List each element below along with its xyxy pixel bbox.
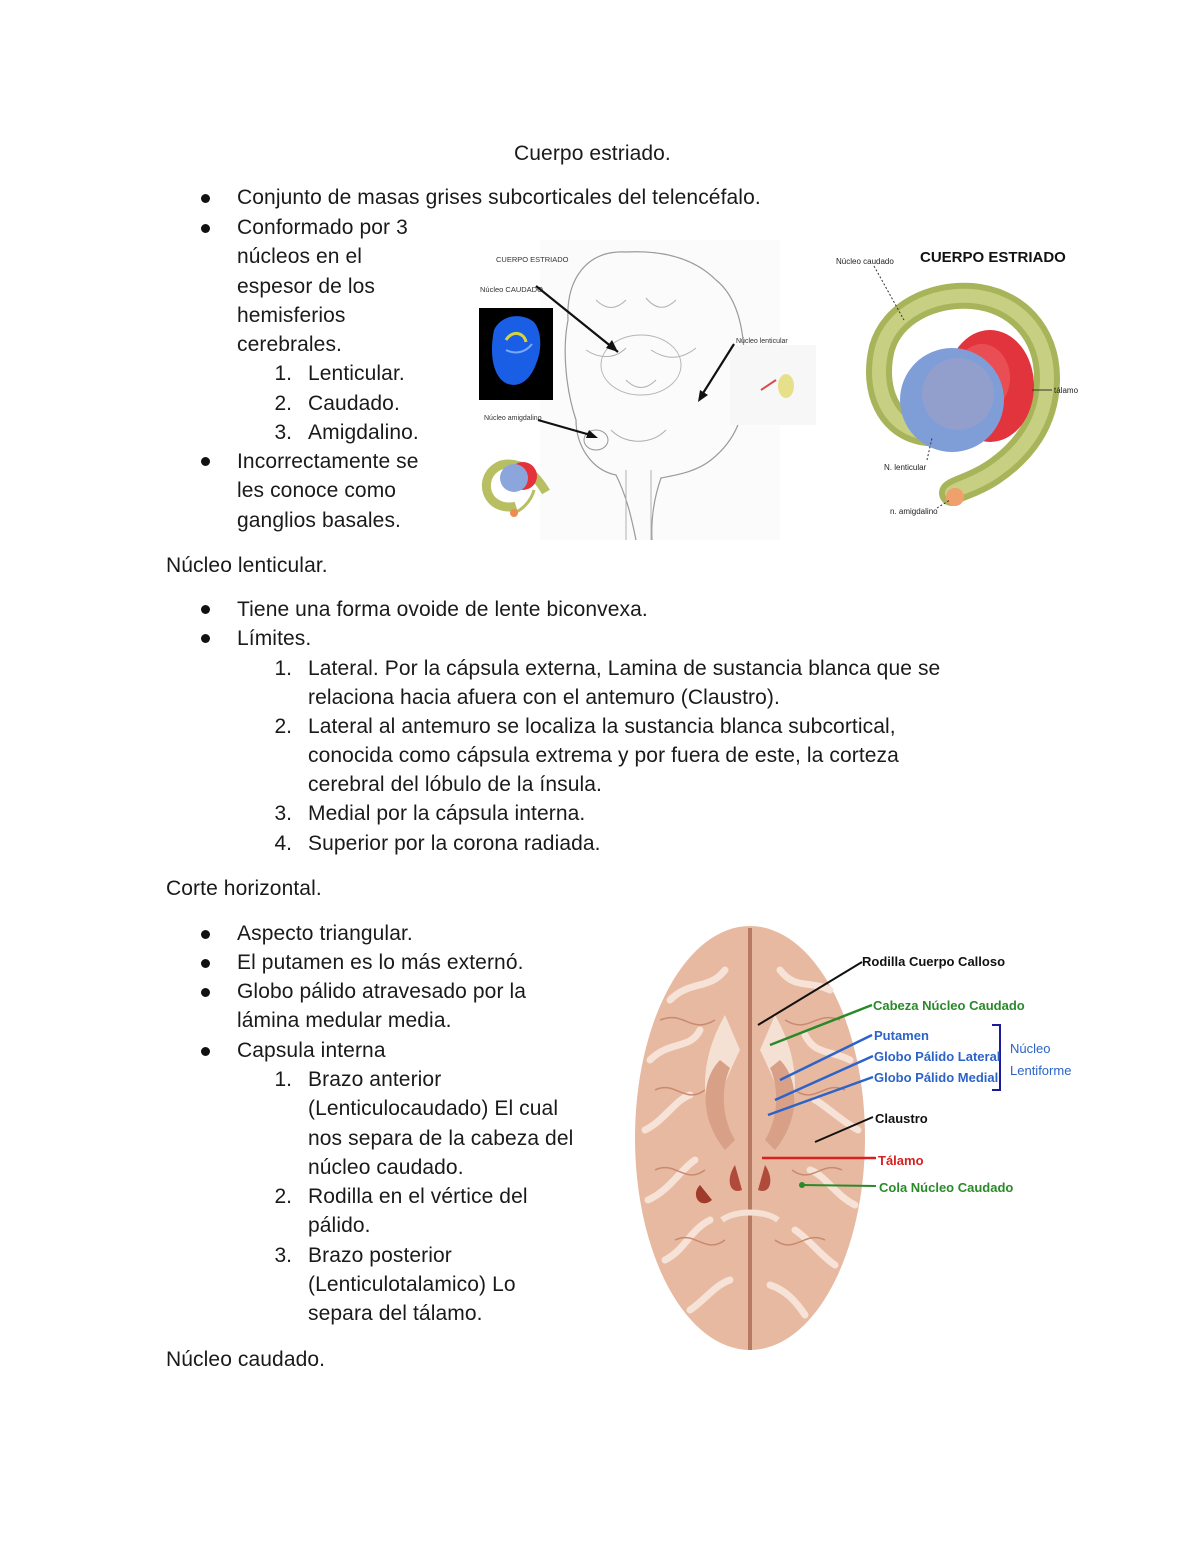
bullet-text: ganglios basales.: [237, 509, 401, 532]
label-cola-nucleo-caudado: Cola Núcleo Caudado: [879, 1180, 1013, 1195]
list-item: (Lenticulocaudado) El cual: [308, 1097, 559, 1120]
label-globo-palido-medial: Globo Pálido Medial: [874, 1070, 998, 1085]
bullet-text: Tiene una forma ovoide de lente biconvex…: [237, 598, 648, 621]
bullet-text: les conoce como: [237, 479, 397, 502]
label-nucleo-lentiforme-1: Núcleo: [1010, 1041, 1050, 1056]
label-nucleo-caudado: Núcleo CAUDADO: [480, 285, 543, 294]
bullet-text: Capsula interna: [237, 1039, 386, 1062]
section-heading: Corte horizontal.: [166, 877, 322, 900]
label-cabeza-nucleo-caudado: Cabeza Núcleo Caudado: [873, 998, 1025, 1013]
bullet-dot: [201, 930, 210, 939]
list-number: 1.: [274, 1068, 292, 1091]
striatum-title: CUERPO ESTRIADO: [920, 249, 1066, 266]
bullet-dot: [201, 634, 210, 643]
list-item: Lateral. Por la cápsula externa, Lamina …: [308, 657, 941, 680]
bullet-text: El putamen es lo más externó.: [237, 951, 524, 974]
list-item: Lenticular.: [308, 362, 405, 385]
list-item: Rodilla en el vértice del: [308, 1185, 528, 1208]
bullet-dot: [201, 959, 210, 968]
list-item: Medial por la cápsula interna.: [308, 802, 586, 825]
list-item: nos separa de la cabeza del: [308, 1127, 574, 1150]
list-item: separa del tálamo.: [308, 1302, 483, 1325]
bullet-text: núcleos en el: [237, 245, 363, 268]
list-number: 2.: [274, 392, 292, 415]
list-number: 1.: [274, 362, 292, 385]
bullet-text: lámina medular media.: [237, 1009, 452, 1032]
list-item: Lateral al antemuro se localiza la susta…: [308, 715, 896, 738]
list-item: núcleo caudado.: [308, 1156, 464, 1179]
list-item: pálido.: [308, 1214, 371, 1237]
list-number: 2.: [274, 1185, 292, 1208]
label-talamo: tálamo: [1054, 386, 1079, 395]
bullet-dot: [201, 457, 210, 466]
bullet-text: Incorrectamente se: [237, 450, 419, 473]
list-item: cerebral del lóbulo de la ínsula.: [308, 773, 602, 796]
list-number: 2.: [274, 715, 292, 738]
bullet-text: Globo pálido atravesado por la: [237, 980, 527, 1003]
bullet-text: Límites.: [237, 627, 312, 650]
bullet-dot: [201, 605, 210, 614]
list-number: 1.: [274, 657, 292, 680]
bullet-text: Aspecto triangular.: [237, 922, 413, 945]
list-number: 4.: [274, 832, 292, 855]
list-item: conocida como cápsula extrema y por fuer…: [308, 744, 899, 767]
horizontal-section-figure: Rodilla Cuerpo Calloso Cabeza Núcleo Cau…: [635, 926, 1071, 1350]
label-talamo: Tálamo: [878, 1153, 924, 1168]
bullet-dot: [201, 194, 210, 203]
label-nucleo-lenticular: Núcleo lenticular: [736, 338, 788, 345]
striatum-figure: CUERPO ESTRIADO Núcleo caudado tálamo N.…: [832, 238, 1090, 540]
list-number: 3.: [274, 1244, 292, 1267]
label-rodilla-cuerpo-calloso: Rodilla Cuerpo Calloso: [862, 954, 1005, 969]
list-item: Caudado.: [308, 392, 400, 415]
label-cuerpo-estriado: CUERPO ESTRIADO: [496, 255, 569, 264]
bullet-dot: [201, 224, 210, 233]
label-nucleo-lentiforme-2: Lentiforme: [1010, 1063, 1071, 1078]
label-n-lenticular: N. lenticular: [884, 463, 927, 472]
bullet-dot: [201, 1047, 210, 1056]
label-claustro: Claustro: [875, 1111, 928, 1126]
section-heading: Núcleo caudado.: [166, 1348, 326, 1371]
label-nucleo-amigdalino: Núcleo amigdalino: [484, 415, 542, 422]
label-nucleo-caudado: Núcleo caudado: [836, 257, 894, 266]
bullet-text: cerebrales.: [237, 333, 342, 356]
list-item: (Lenticulotalamico) Lo: [308, 1273, 516, 1296]
section-heading: Núcleo lenticular.: [166, 554, 328, 577]
list-item: Brazo posterior: [308, 1244, 452, 1267]
list-item: Brazo anterior: [308, 1068, 442, 1091]
list-item: Superior por la corona radiada.: [308, 832, 601, 855]
label-globo-palido-lateral: Globo Pálido Lateral: [874, 1049, 1000, 1064]
list-item: relaciona hacia afuera con el antemuro (…: [308, 686, 780, 709]
list-number: 3.: [274, 802, 292, 825]
list-number: 3.: [274, 421, 292, 444]
bullet-text: Conjunto de masas grises subcorticales d…: [237, 186, 761, 209]
coronal-brain-figure: CUERPO ESTRIADO Núcleo CAUDADO Núcleo le…: [479, 240, 816, 541]
bullet-text: espesor de los: [237, 275, 375, 298]
bullet-dot: [201, 988, 210, 997]
page-title: Cuerpo estriado.: [514, 142, 671, 165]
bullet-text: hemisferios: [237, 304, 346, 327]
bullet-text: Conformado por 3: [237, 216, 408, 239]
list-item: Amigdalino.: [308, 421, 419, 444]
label-putamen: Putamen: [874, 1028, 929, 1043]
label-n-amigdalino: n. amigdalino: [890, 507, 938, 516]
